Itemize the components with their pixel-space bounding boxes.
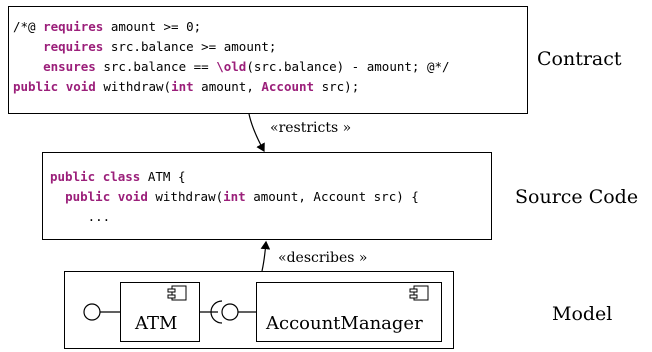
source-code: public class ATM { public void withdraw(… xyxy=(50,167,419,227)
code-keyword: requires xyxy=(43,39,104,54)
code-text: amount, xyxy=(193,79,262,94)
describes-arrow xyxy=(260,240,271,272)
code-text: ATM { xyxy=(140,169,186,184)
restricts-label: «restricts » xyxy=(270,120,352,136)
source-code-line: ... xyxy=(50,207,419,227)
contract-code-line: /*@ requires amount >= 0; xyxy=(13,17,450,37)
code-text: src.balance == xyxy=(95,59,217,74)
required-interface-socket-icon xyxy=(210,300,223,324)
code-text: withdraw( xyxy=(147,189,224,204)
code-text: src); xyxy=(314,79,360,94)
provided-interface-icon xyxy=(83,303,101,321)
code-text: amount, Account src) { xyxy=(245,189,419,204)
contract-code-line: ensures src.balance == \old(src.balance)… xyxy=(13,57,450,77)
code-text: /*@ xyxy=(13,19,44,34)
source-code-line: public class ATM { xyxy=(50,167,419,187)
code-text: (src.balance) - amount; @*/ xyxy=(246,59,450,74)
code-text: ... xyxy=(50,209,111,224)
code-keyword: ensures xyxy=(43,59,96,74)
code-keyword: Account xyxy=(261,79,315,94)
contract-label: Contract xyxy=(537,48,622,70)
source-code-line: public void withdraw(int amount, Account… xyxy=(50,187,419,207)
code-keyword: requires xyxy=(43,19,104,34)
code-keyword: void xyxy=(65,79,96,94)
code-text: src.balance >= amount; xyxy=(103,39,277,54)
code-text: withdraw( xyxy=(95,79,172,94)
source-code-label: Source Code xyxy=(515,186,639,208)
component-account-manager-name: AccountManager xyxy=(266,313,423,334)
code-keyword: public xyxy=(13,79,59,94)
restricts-arrow xyxy=(248,113,265,153)
source-code-box xyxy=(42,152,492,240)
code-keyword: class xyxy=(102,169,141,184)
contract-code-line: requires src.balance >= amount; xyxy=(13,37,450,57)
contract-code-line: public void withdraw(int amount, Account… xyxy=(13,77,450,97)
code-keyword: \old xyxy=(216,59,247,74)
model-label: Model xyxy=(552,303,613,325)
describes-label: «describes » xyxy=(278,250,368,266)
component-atm-name: ATM xyxy=(135,313,178,334)
code-keyword: void xyxy=(117,189,148,204)
provided-interface-ball-icon xyxy=(221,303,239,321)
component-icon xyxy=(409,285,429,301)
code-keyword: public xyxy=(65,189,111,204)
contract-code: /*@ requires amount >= 0; requires src.b… xyxy=(13,17,450,97)
component-icon xyxy=(167,285,187,301)
contract-box xyxy=(8,6,528,114)
component-atm xyxy=(120,282,200,342)
code-text: amount >= 0; xyxy=(103,19,202,34)
code-keyword: int xyxy=(171,79,194,94)
code-keyword: public xyxy=(50,169,96,184)
code-keyword: int xyxy=(223,189,246,204)
